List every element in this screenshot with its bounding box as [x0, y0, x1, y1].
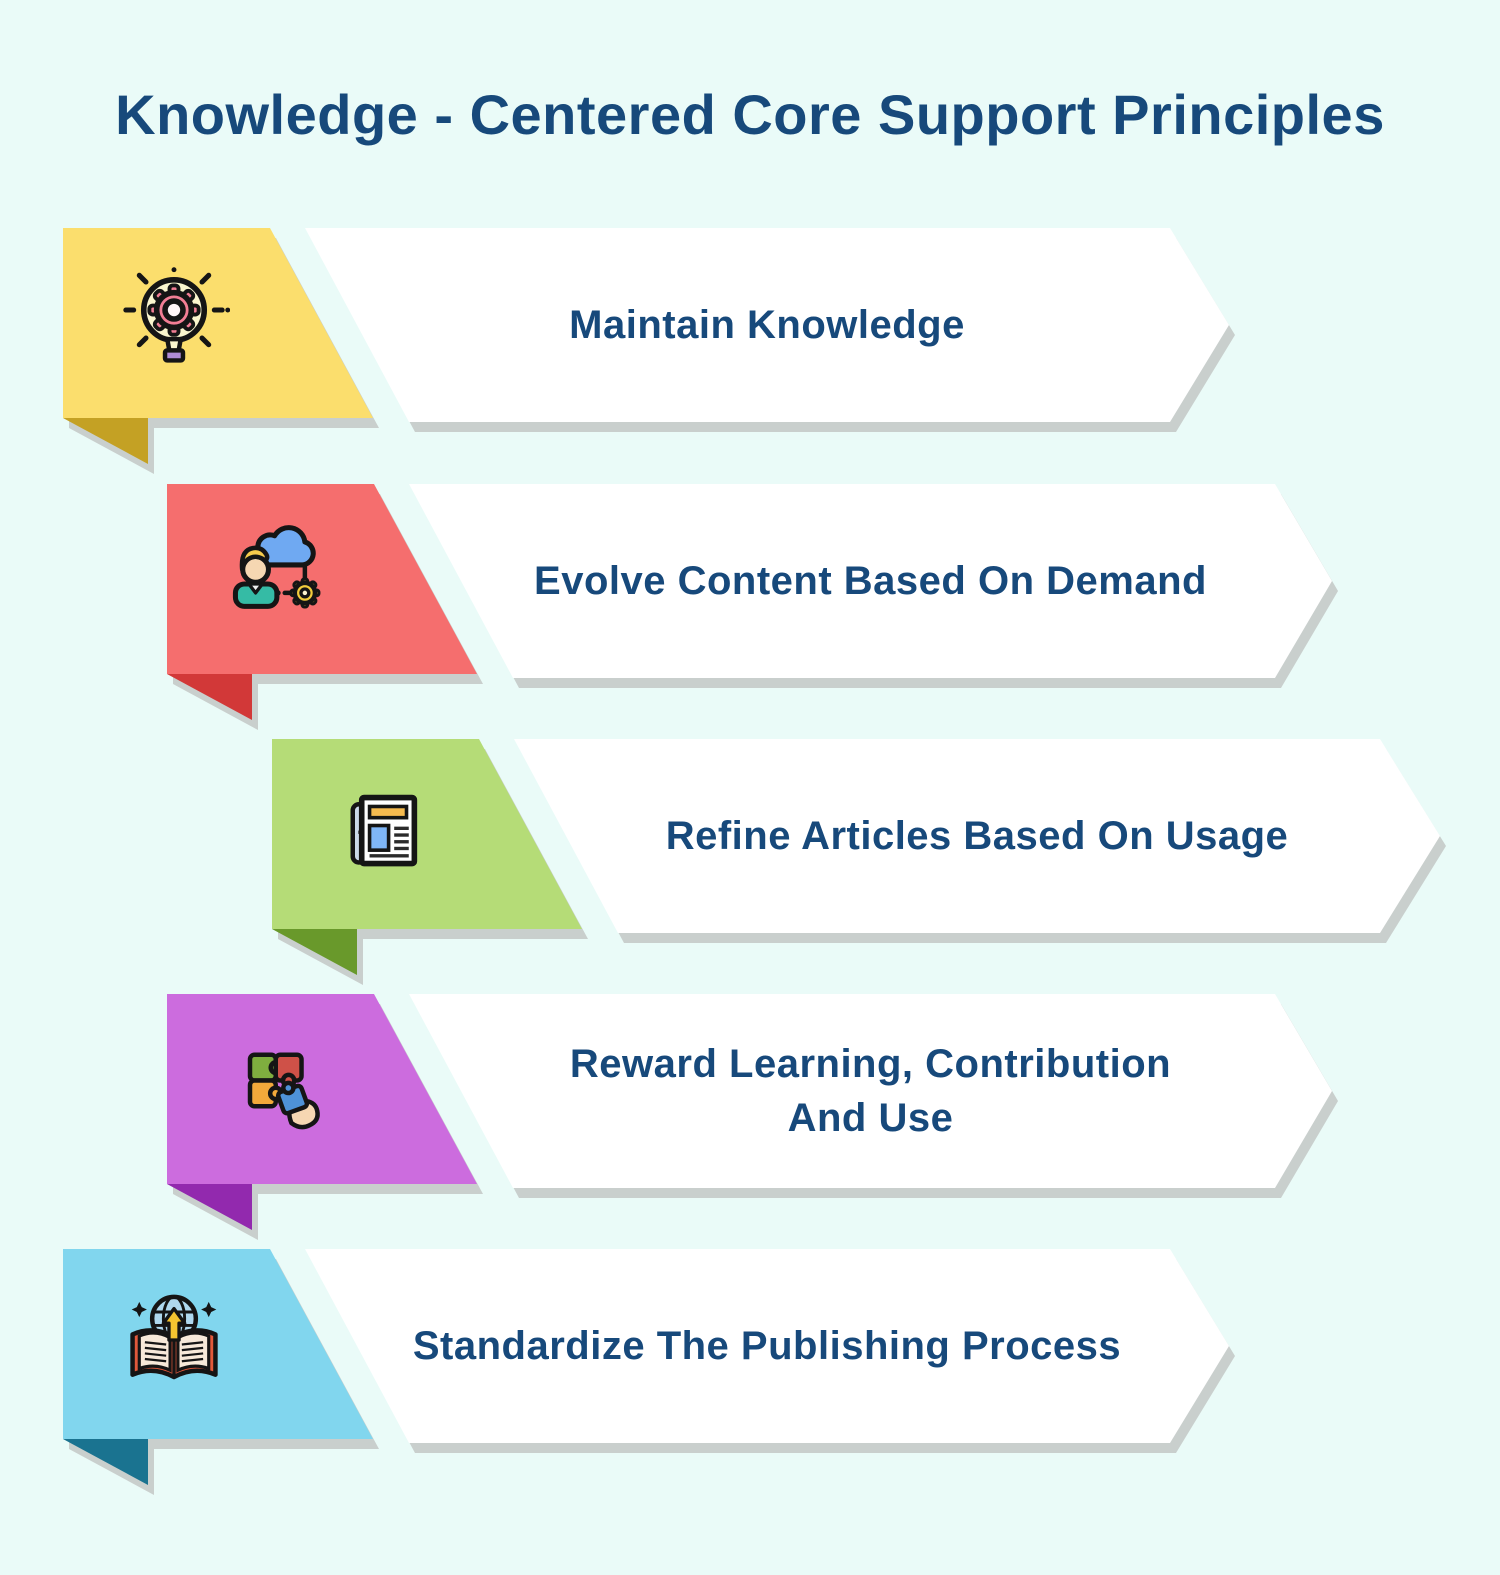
banner-label-evolve-content: Evolve Content Based On Demand: [534, 559, 1207, 603]
principle-row-3: [272, 739, 1446, 985]
principle-row-5: [63, 1249, 1235, 1495]
principle-row-4: [167, 994, 1338, 1240]
banner-shape: [514, 739, 1440, 933]
fold-shape: [167, 1184, 252, 1230]
tab-shape: [63, 1249, 373, 1439]
puzzle-hand-icon: [247, 1052, 320, 1130]
banner-label-reward-learning: Reward Learning, Contribution And Use: [569, 1042, 1172, 1140]
principle-row-2: [167, 484, 1338, 730]
fold-shape: [63, 1439, 148, 1485]
page-title: Knowledge - Centered Core Support Princi…: [115, 83, 1385, 146]
newspaper-icon: [350, 794, 418, 867]
tab-shape: [167, 994, 477, 1184]
banner-label-maintain-knowledge: Maintain Knowledge: [569, 303, 965, 347]
tab-shape: [167, 484, 477, 674]
banner-label-refine-articles: Refine Articles Based On Usage: [665, 814, 1289, 858]
fold-shape: [63, 418, 148, 464]
banner-shape: [409, 994, 1332, 1188]
fold-shape: [272, 929, 357, 975]
idea-gear-icon: [123, 267, 230, 363]
tab-shape: [272, 739, 582, 929]
user-cloud-gear-icon: [232, 525, 321, 609]
banner-shape: [409, 484, 1332, 678]
banner-label-standardize-publishing: Standardize The Publishing Process: [412, 1324, 1122, 1368]
fold-shape: [167, 674, 252, 720]
banner-shape: [305, 1249, 1229, 1443]
principle-row-1: [63, 228, 1235, 474]
banner-shape: [305, 228, 1229, 422]
book-globe-icon: [130, 1294, 218, 1380]
